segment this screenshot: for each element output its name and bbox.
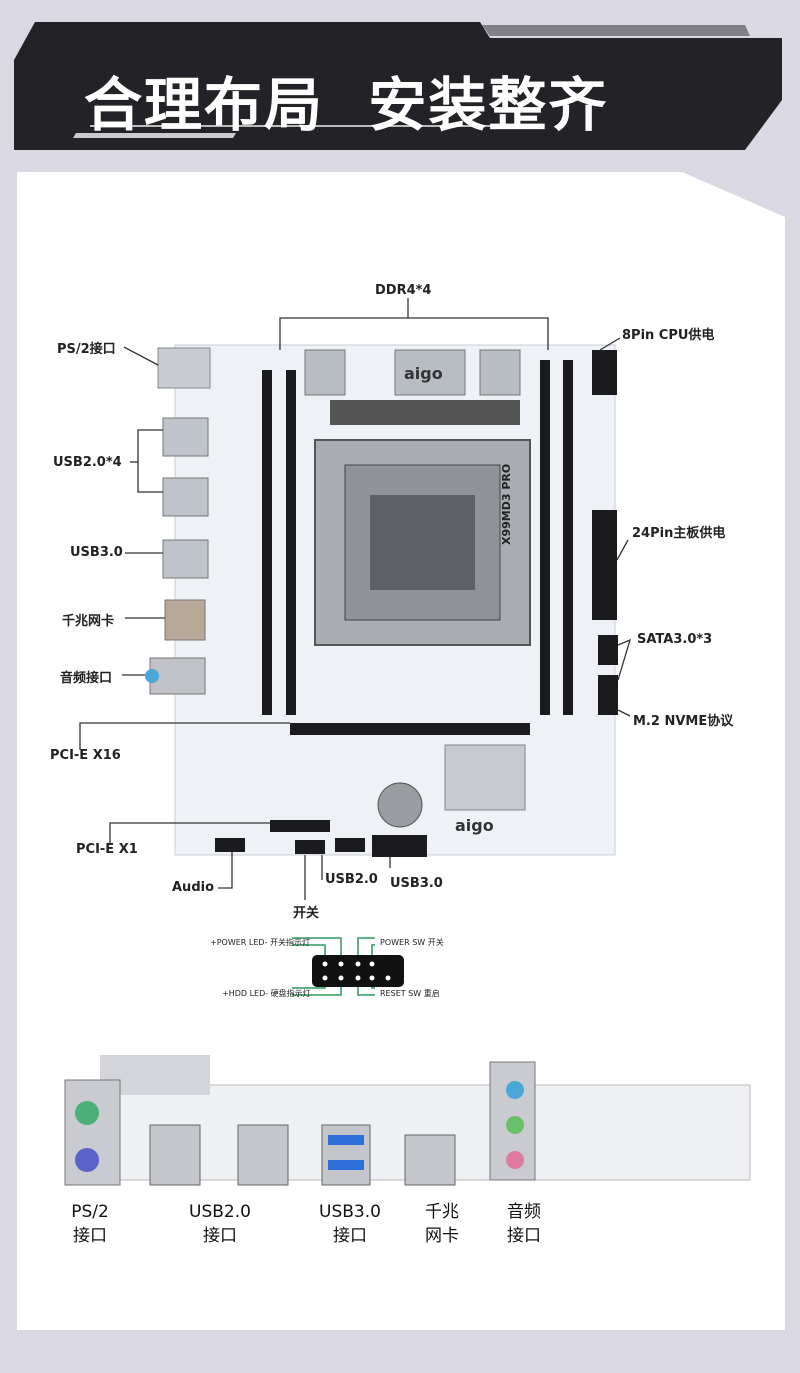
pin-hdd-led: +HDD LED- 硬盘指示灯 xyxy=(222,989,311,998)
io-line2: 网卡 xyxy=(425,1226,459,1246)
io-label-ps2: PS/2 接口 xyxy=(60,1200,120,1248)
label-audio-header: Audio xyxy=(172,880,215,895)
io-line1: 音频 xyxy=(507,1202,541,1222)
page-title: 合理布局 安装整齐 xyxy=(84,71,609,139)
io-label-usb30: USB3.0 接口 xyxy=(310,1200,390,1248)
label-switch: 开关 xyxy=(293,906,320,921)
label-usb30-header: USB3.0 xyxy=(390,876,443,891)
label-pcie-x16: PCI-E X16 xyxy=(50,748,121,763)
label-usb20x4: USB2.0*4 xyxy=(53,455,122,470)
io-line1: 千兆 xyxy=(425,1202,459,1222)
pin-power-led: +POWER LED- 开关指示灯 xyxy=(210,938,310,947)
io-line2: 接口 xyxy=(333,1226,367,1246)
io-line1: PS/2 xyxy=(71,1202,109,1222)
model-name: X99MD3 PRO xyxy=(500,463,513,545)
io-label-audio: 音频接口 xyxy=(494,1200,554,1248)
io-line2: 接口 xyxy=(507,1226,541,1246)
pin-power-sw: POWER SW 开关 xyxy=(380,938,444,947)
label-pcie-x1: PCI-E X1 xyxy=(76,842,138,857)
label-usb20-header: USB2.0 xyxy=(325,872,378,887)
pin-reset-sw: RESET SW 重启 xyxy=(380,989,440,998)
label-24pin: 24Pin主板供电 xyxy=(632,526,726,541)
label-sata: SATA3.0*3 xyxy=(637,632,713,647)
io-line1: USB2.0 xyxy=(189,1202,251,1222)
label-m2: M.2 NVME协议 xyxy=(633,714,734,729)
label-ps2: PS/2接口 xyxy=(57,342,116,357)
front-panel-header xyxy=(312,955,404,987)
label-usb30: USB3.0 xyxy=(70,545,123,560)
header-banner xyxy=(14,22,782,150)
brand-logo-chipset: aigo xyxy=(455,816,494,835)
io-label-usb20: USB2.0 接口 xyxy=(180,1200,260,1248)
io-line2: 接口 xyxy=(203,1226,237,1246)
io-line1: USB3.0 xyxy=(319,1202,381,1222)
label-cpu-power: 8Pin CPU供电 xyxy=(622,328,715,343)
io-line2: 接口 xyxy=(73,1226,107,1246)
label-lan: 千兆网卡 xyxy=(62,614,115,629)
label-ddr4: DDR4*4 xyxy=(375,283,432,298)
label-audio-jack: 音频接口 xyxy=(60,671,113,686)
io-label-lan: 千兆网卡 xyxy=(412,1200,472,1248)
brand-logo: aigo xyxy=(404,364,443,383)
